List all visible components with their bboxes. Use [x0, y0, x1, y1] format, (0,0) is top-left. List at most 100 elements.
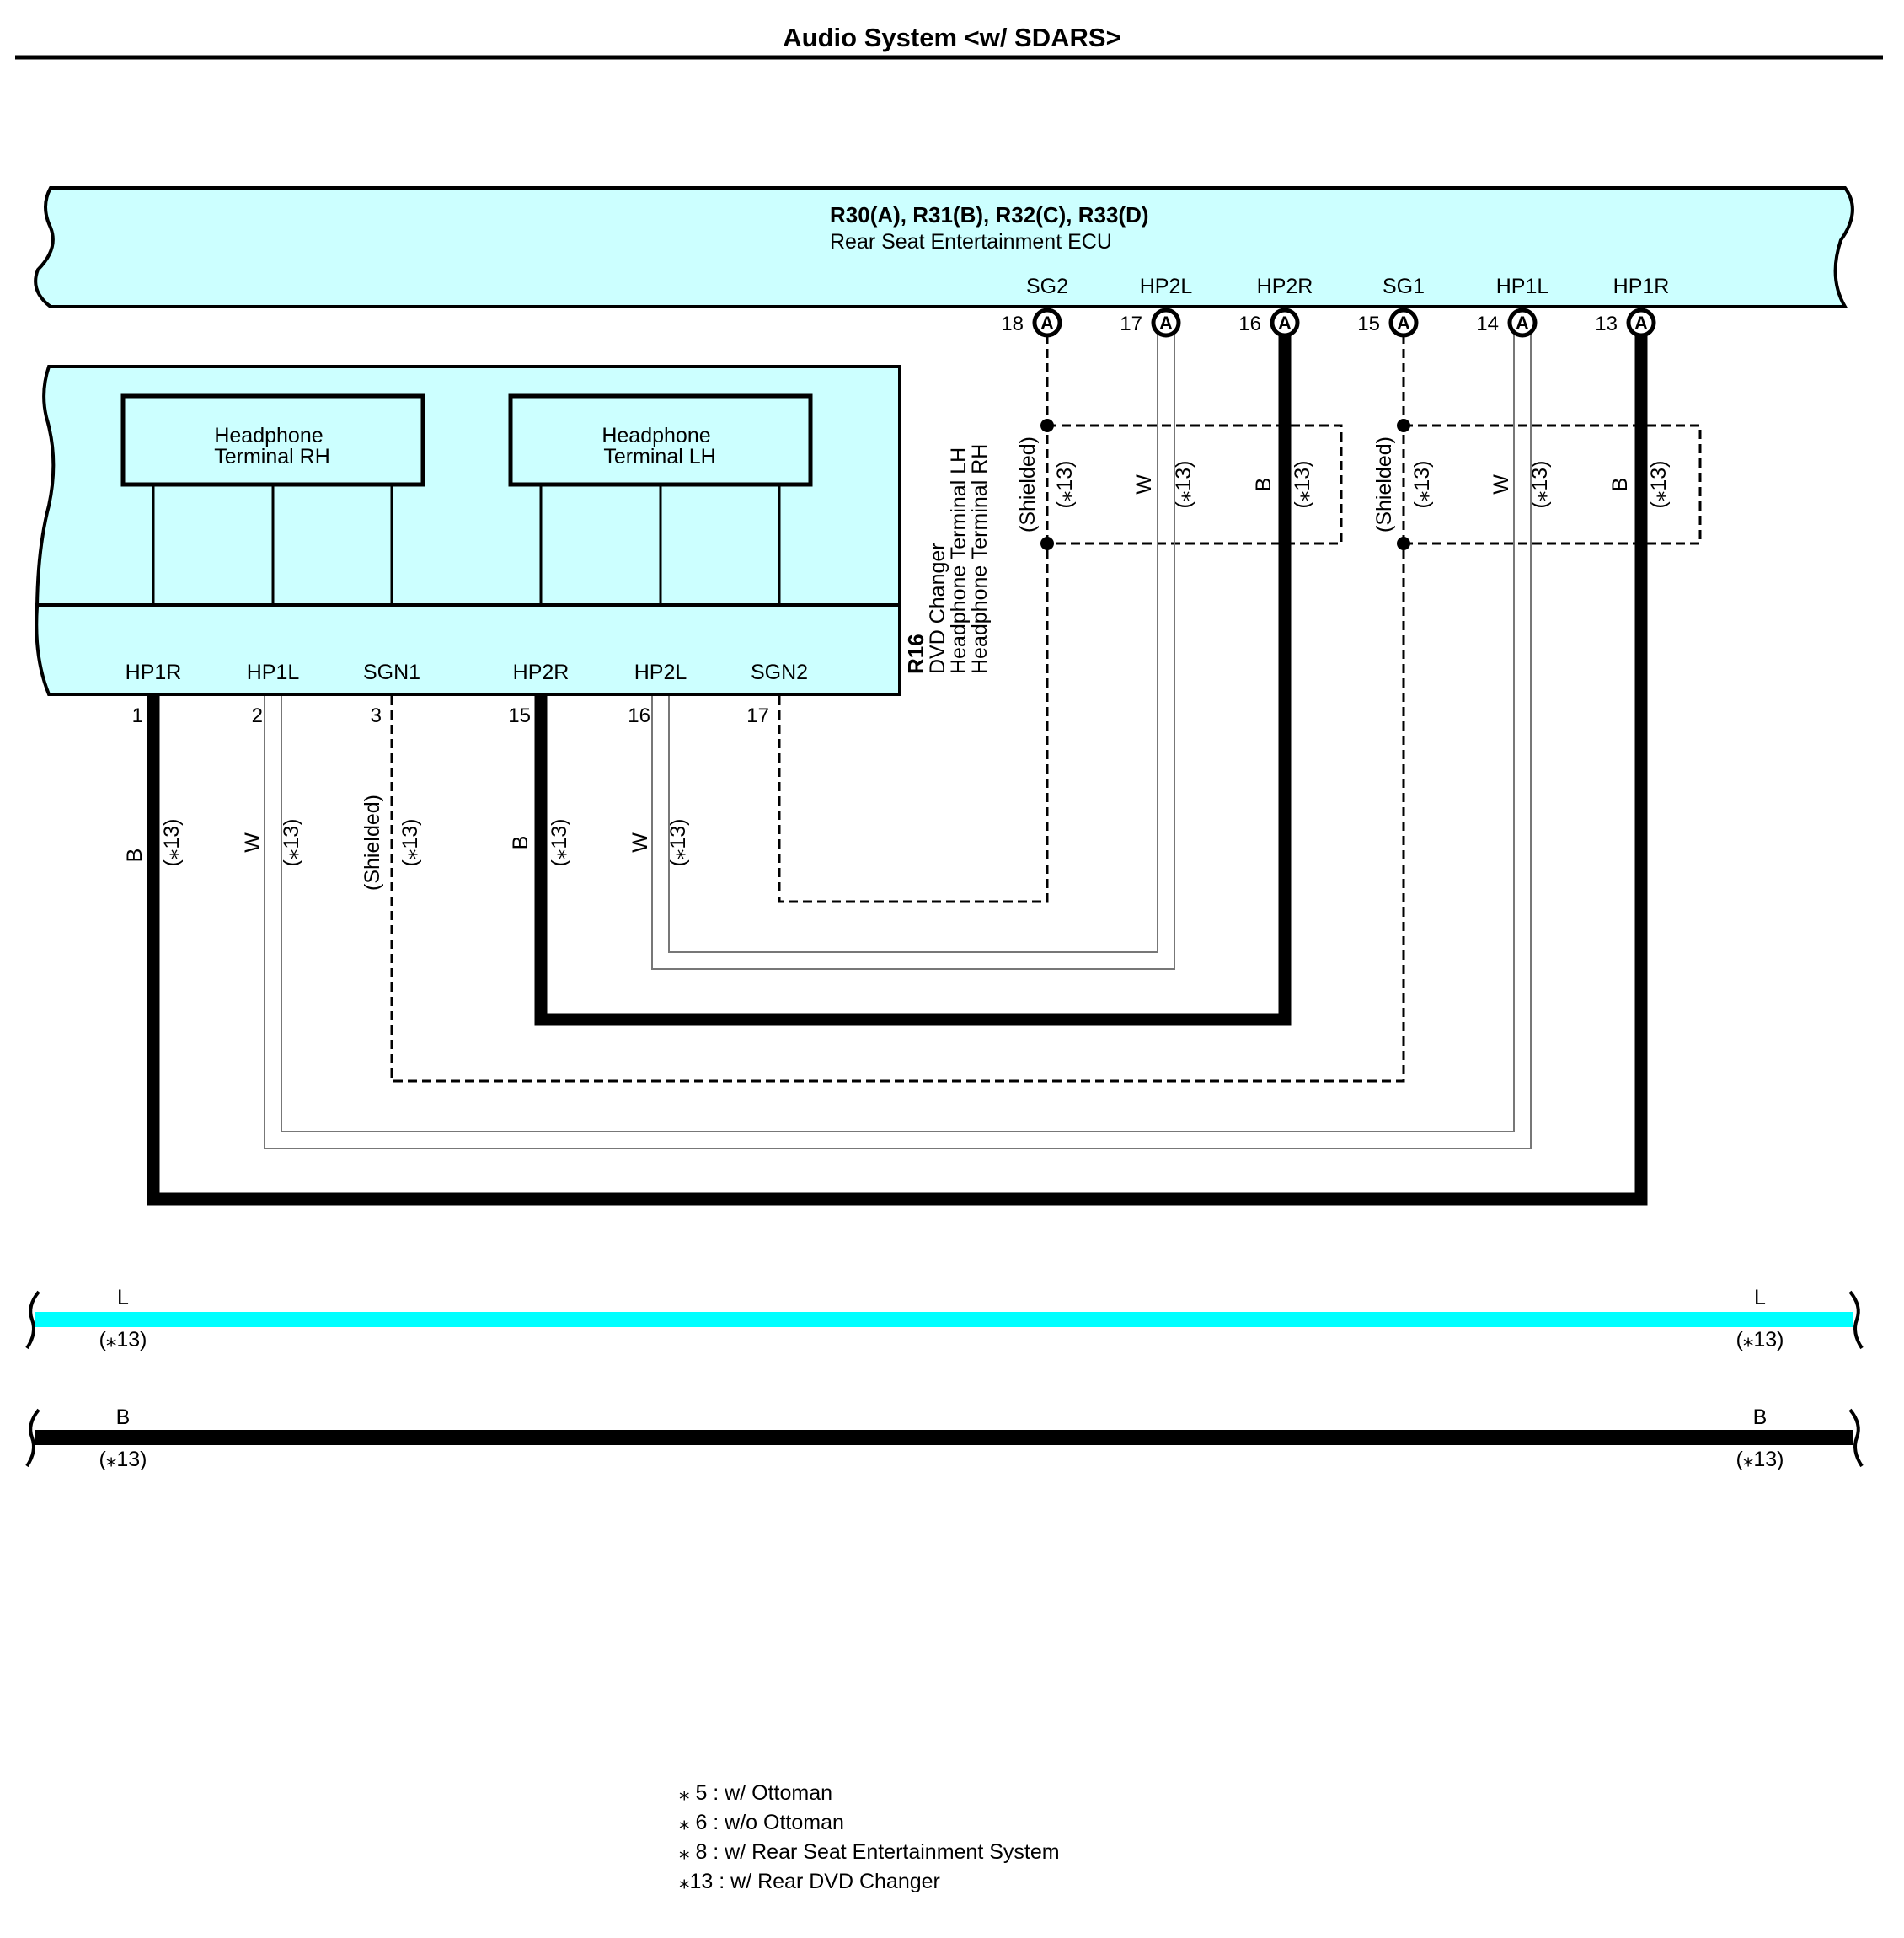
- ecu-pin-number: 17: [1120, 313, 1142, 335]
- bus-bracket-left: [25, 1290, 40, 1350]
- page-title: Audio System <w/ SDARS>: [783, 23, 1120, 52]
- changer-name-line1: DVD Changer: [926, 543, 949, 674]
- ecu-connectors: R30(A), R31(B), R32(C), R33(D): [830, 202, 1149, 228]
- footnote: ⁎ 8 : w/ Rear Seat Entertainment System: [679, 1840, 1060, 1864]
- bus-option-label-left: (⁎13): [99, 1448, 147, 1471]
- changer-terminal-label: SGN1: [363, 661, 420, 684]
- changer-terminal-label: HP1R: [126, 661, 182, 684]
- wire-hp1r-black: [147, 335, 1648, 1206]
- wire-color-label: B: [1608, 478, 1632, 492]
- bus-line-l: L (⁎13) L (⁎13): [25, 1286, 1864, 1352]
- ecu-pin-number: 16: [1238, 313, 1261, 335]
- changer-pin-number: 15: [508, 704, 531, 727]
- ecu-terminal-label: HP1R: [1613, 275, 1670, 298]
- bus-color-label-right: B: [1753, 1405, 1768, 1429]
- wire-option-label: (⁎13): [280, 819, 303, 867]
- wire-color-label: B: [1252, 478, 1276, 492]
- footnote: ⁎13 : w/ Rear DVD Changer: [679, 1870, 940, 1893]
- wire-option-label: (⁎13): [548, 819, 571, 867]
- footnotes: ⁎ 5 : w/ Ottoman ⁎ 6 : w/o Ottoman ⁎ 8 :…: [679, 1781, 1060, 1893]
- changer-name-block: R16 DVD Changer Headphone Terminal LH He…: [903, 444, 992, 674]
- wire-option-label: (⁎13): [1410, 461, 1434, 509]
- connector-circle: [1507, 308, 1538, 338]
- changer-name-line3: Headphone Terminal RH: [968, 444, 992, 674]
- wire-option-label: (⁎13): [1647, 461, 1671, 509]
- wire-sgn1-shielded: [390, 335, 1405, 1083]
- bus-color-label-left: B: [116, 1405, 131, 1429]
- internal-leads: [152, 484, 781, 605]
- connector-letter: A: [1278, 313, 1292, 334]
- ecu-terminal-sg1: SG1 15 A: [1357, 275, 1425, 338]
- wire-color-label: B: [509, 836, 532, 850]
- ecu-name: Rear Seat Entertainment ECU: [830, 230, 1112, 254]
- bus-bracket-right: [1848, 1408, 1864, 1468]
- headphone-terminal-rh-line2: Terminal RH: [214, 445, 330, 468]
- wire-option-label: (⁎13): [1291, 461, 1314, 509]
- footnote: ⁎ 6 : w/o Ottoman: [679, 1811, 844, 1834]
- wire-option-label: (⁎13): [398, 819, 422, 867]
- wire-hp2l-white-outer: [651, 335, 1175, 970]
- connector-circle: [1151, 308, 1181, 338]
- wire-hp2r-black: [534, 335, 1292, 1026]
- ecu-pin-number: 18: [1001, 313, 1024, 335]
- bus-option-label-right: (⁎13): [1736, 1448, 1784, 1471]
- bus-color-label-left: L: [117, 1286, 129, 1309]
- bus-line-b: B (⁎13) B (⁎13): [25, 1405, 1864, 1471]
- wire-shield-label: (Shielded): [1016, 436, 1040, 533]
- bus-color-label-right: L: [1754, 1286, 1766, 1309]
- wire-option-label: (⁎13): [1172, 461, 1195, 509]
- bus-option-label-right: (⁎13): [1736, 1328, 1784, 1352]
- connector-letter: A: [1634, 313, 1648, 334]
- ecu-terminal-label: HP2L: [1140, 275, 1193, 298]
- wire-hp1l-white-outer: [264, 335, 1532, 1149]
- bus-option-label-left: (⁎13): [99, 1328, 147, 1352]
- headphone-terminal-lh-line2: Terminal LH: [603, 445, 715, 468]
- shield-box-sg2: [1047, 424, 1343, 545]
- shield-box-sg1: [1404, 424, 1702, 545]
- changer-pin-number: 2: [252, 704, 263, 727]
- connector-letter: A: [1159, 313, 1173, 334]
- ecu-terminal-hp1r: HP1R 13 A: [1595, 275, 1670, 338]
- footnote: ⁎ 5 : w/ Ottoman: [679, 1781, 832, 1805]
- wire-color-label: B: [123, 849, 147, 863]
- ecu-terminal-hp2r: HP2R 16 A: [1238, 275, 1313, 338]
- wire-color-label: W: [628, 832, 652, 853]
- bus-bracket-left: [25, 1408, 40, 1468]
- headphone-terminal-lh-line1: Headphone: [602, 424, 710, 447]
- ecu-terminal-label: HP2R: [1257, 275, 1313, 298]
- changer-pin-number: 17: [746, 704, 769, 727]
- changer-terminal-label: HP2R: [513, 661, 570, 684]
- wire-hp1l-white-inner: [281, 335, 1515, 1132]
- ecu-terminal-label: SG2: [1026, 275, 1068, 298]
- ecu-terminal-label: HP1L: [1496, 275, 1549, 298]
- changer-terminal-label: HP1L: [247, 661, 300, 684]
- connector-letter: A: [1516, 313, 1529, 334]
- ecu-pin-number: 13: [1595, 313, 1618, 335]
- wire-shield-label: (Shielded): [1372, 436, 1396, 533]
- ecu-box: [34, 186, 1854, 308]
- wire-color-label: W: [241, 832, 265, 853]
- wire-hp2l-white-inner: [668, 335, 1158, 953]
- changer-terminal-label: SGN2: [751, 661, 808, 684]
- changer-pin-number: 3: [371, 704, 382, 727]
- wire-option-label: (⁎13): [1053, 461, 1077, 509]
- wire-sgn2-shielded: [778, 335, 1049, 903]
- ecu-pin-number: 14: [1476, 313, 1499, 335]
- ecu-pin-number: 15: [1357, 313, 1380, 335]
- wire-color-label: W: [1132, 474, 1156, 495]
- ecu-terminal-hp1l: HP1L 14 A: [1476, 275, 1549, 338]
- changer-terminal-label: HP2L: [634, 661, 687, 684]
- bus-bracket-right: [1848, 1290, 1864, 1350]
- changer-code: R16: [903, 634, 928, 674]
- connector-letter: A: [1397, 313, 1410, 334]
- headphone-terminal-rh-line1: Headphone: [214, 424, 323, 447]
- headphone-terminal-rh-box: [120, 393, 425, 487]
- changer-name-line2: Headphone Terminal LH: [947, 447, 971, 674]
- changer-pin-number: 16: [628, 704, 650, 727]
- connector-letter: A: [1040, 313, 1054, 334]
- changer-pin-number: 1: [132, 704, 143, 727]
- ecu-terminal-hp2l: HP2L 17 A: [1120, 275, 1193, 338]
- headphone-terminal-lh-box: [508, 393, 813, 487]
- wire-option-label: (⁎13): [1528, 461, 1552, 509]
